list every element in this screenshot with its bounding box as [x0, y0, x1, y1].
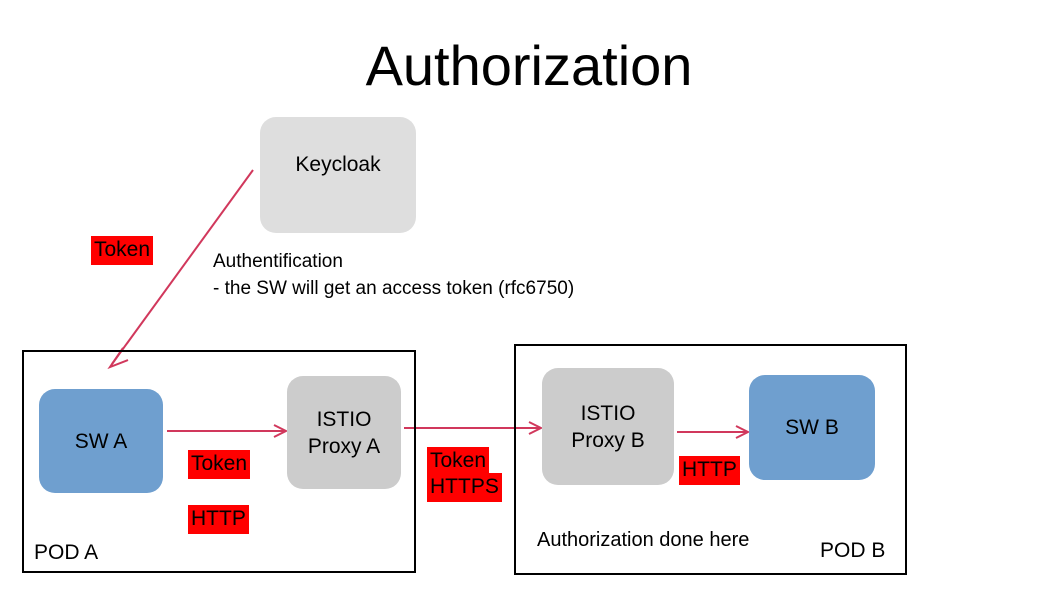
- node-sw-b[interactable]: SW B: [749, 375, 875, 480]
- authentication-note: Authentification - the SW will get an ac…: [213, 251, 575, 299]
- node-istio-proxy-a[interactable]: ISTIO Proxy A: [287, 376, 401, 489]
- authorization-done-note: Authorization done here: [537, 529, 750, 551]
- highlight-https-proxy-a-to-proxy-b: HTTPS: [427, 473, 502, 502]
- highlight-token-proxy-a-to-proxy-b: Token: [427, 447, 490, 476]
- pod-a-container: [22, 350, 416, 573]
- pod-a-label: POD A: [34, 541, 99, 564]
- node-istio-proxy-b[interactable]: ISTIO Proxy B: [542, 368, 674, 485]
- pod-b-label: POD B: [820, 539, 886, 562]
- page-title: Authorization: [365, 34, 693, 97]
- highlight-http-sw-a-to-proxy-a: HTTP: [188, 505, 249, 534]
- node-keycloak[interactable]: Keycloak: [260, 117, 416, 233]
- highlight-token-from-keycloak: Token: [91, 236, 154, 265]
- highlight-http-proxy-b-to-sw-b: HTTP: [679, 456, 740, 485]
- node-sw-a[interactable]: SW A: [39, 389, 163, 493]
- highlight-token-sw-a-to-proxy-a: Token: [188, 450, 251, 479]
- pod-b-container: [514, 344, 907, 575]
